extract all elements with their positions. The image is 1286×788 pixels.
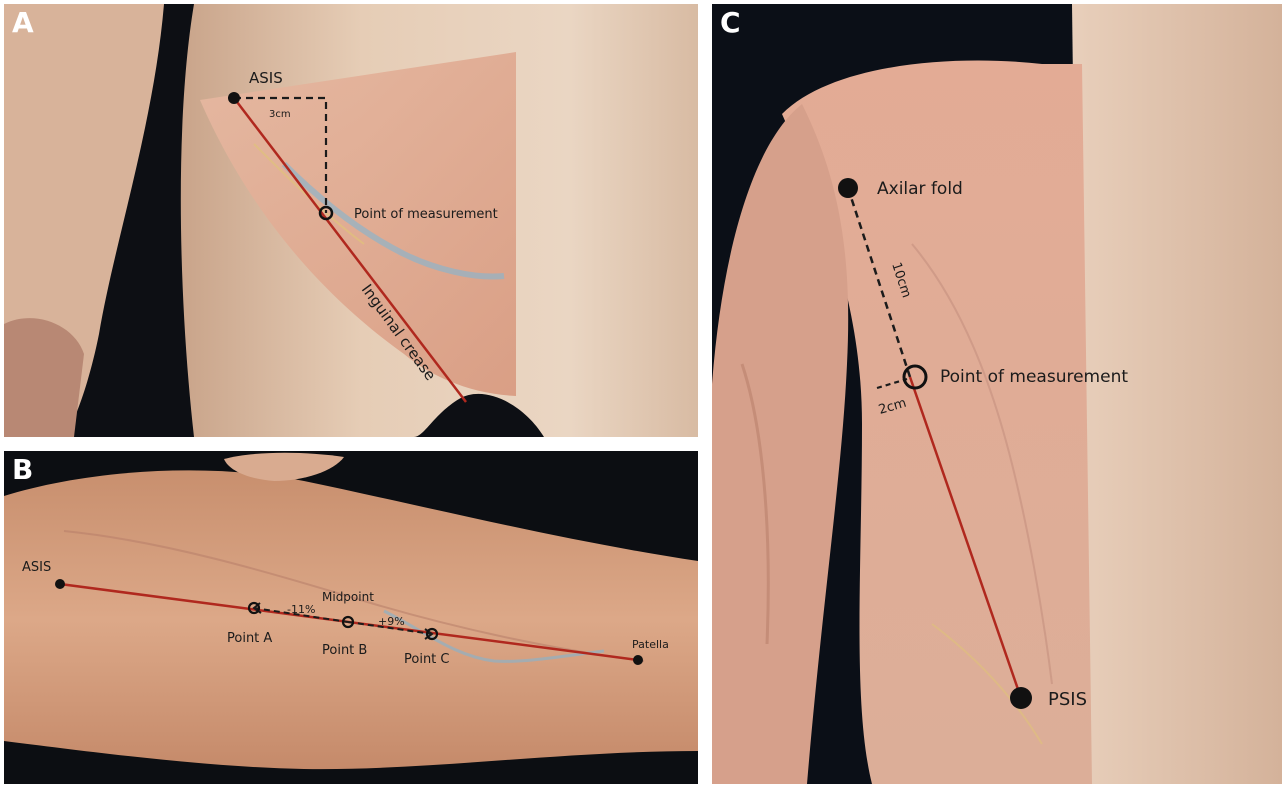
wrist-shape — [4, 318, 84, 437]
panel-letter-c: C — [720, 6, 741, 39]
panel-letter-a: A — [12, 6, 34, 39]
asis-marker — [228, 92, 240, 104]
label-plus-9: +9% — [378, 615, 405, 628]
axilar-fold-marker — [838, 178, 858, 198]
label-point-c: Point C — [404, 652, 450, 667]
panel-a-abdomen: A ASIS 3cm — [4, 4, 698, 437]
label-point-a: Point A — [227, 631, 272, 646]
label-psis: PSIS — [1048, 689, 1087, 710]
label-patella: Patella — [632, 638, 669, 651]
label-minus-11: -11% — [287, 603, 315, 616]
panel-b-illustration: ASIS Midpoint -11% +9% Point A Point B P… — [4, 451, 698, 784]
label-point-of-measurement: Point of measurement — [354, 207, 498, 222]
label-asis: ASIS — [249, 69, 283, 87]
back-skin — [1072, 4, 1282, 784]
panel-letter-b: B — [12, 453, 33, 486]
panel-c-back: C Axilar fold 10cm — [712, 4, 1282, 784]
asis-marker-b — [55, 579, 65, 589]
panel-b-thigh: B ASIS Midpoint -11% +9% Point A — [4, 451, 698, 784]
patella-marker — [633, 655, 643, 665]
label-point-b: Point B — [322, 643, 367, 658]
label-3cm: 3cm — [269, 109, 291, 120]
label-midpoint: Midpoint — [322, 590, 374, 604]
panel-c-illustration: Axilar fold 10cm Point of measurement 2c… — [712, 4, 1282, 784]
label-axilar-fold: Axilar fold — [877, 179, 963, 199]
label-point-of-measurement-c: Point of measurement — [940, 367, 1128, 387]
psis-marker — [1010, 687, 1032, 709]
label-asis-b: ASIS — [22, 560, 51, 575]
panel-a-illustration: ASIS 3cm Point of measurement Inguinal c… — [4, 4, 698, 437]
